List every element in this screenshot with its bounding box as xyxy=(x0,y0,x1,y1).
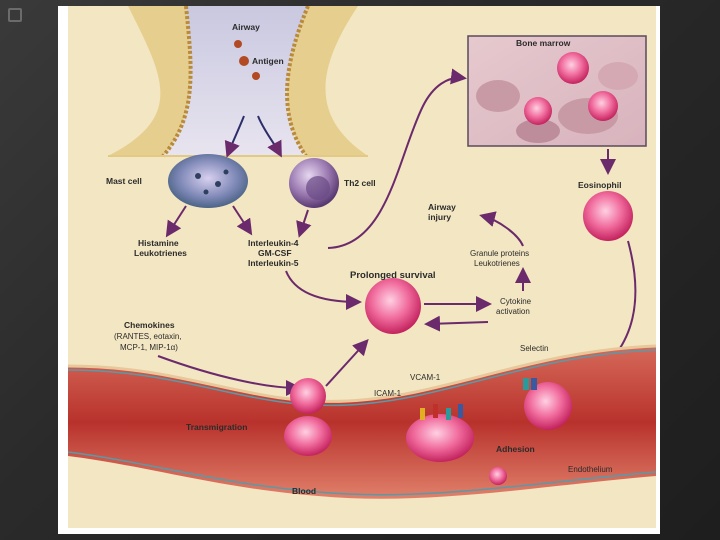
label-cytokine: Cytokine xyxy=(500,297,532,306)
bone-marrow-inset xyxy=(467,35,647,147)
label-blood: Blood xyxy=(292,486,316,496)
injury-arrow xyxy=(479,211,524,247)
label-rantes: (RANTES, eotaxin, xyxy=(114,332,182,341)
label-chemokines: Chemokines xyxy=(124,320,175,330)
label-airway-injury-1: Airway xyxy=(428,202,456,212)
slide-corner-mark xyxy=(8,8,22,22)
label-antigen: Antigen xyxy=(252,56,284,66)
th2-cell xyxy=(289,158,339,208)
label-interleukin-5: Interleukin-5 xyxy=(248,258,299,268)
label-mast-cell: Mast cell xyxy=(106,176,142,186)
label-granule-proteins: Granule proteins xyxy=(470,249,529,258)
label-endothelium: Endothelium xyxy=(568,465,613,474)
label-granule-leukotrienes: Leukotrienes xyxy=(474,259,520,268)
mast-cell xyxy=(168,154,248,208)
label-airway: Airway xyxy=(232,22,260,32)
adhesion-molecules xyxy=(420,378,537,420)
label-prolonged-survival: Prolonged survival xyxy=(350,270,436,281)
eosinophil-pathway-diagram: Airway Antigen Mast cell Th2 cell Histam… xyxy=(68,6,656,528)
label-activation: activation xyxy=(496,307,530,316)
adhesion-cells xyxy=(406,382,572,485)
cell-output-arrows xyxy=(165,205,312,238)
label-gm-csf: GM-CSF xyxy=(258,248,292,258)
label-adhesion: Adhesion xyxy=(496,444,535,454)
label-bone-marrow: Bone marrow xyxy=(516,38,571,48)
figure-panel: Airway Antigen Mast cell Th2 cell Histam… xyxy=(58,6,660,534)
label-transmigration: Transmigration xyxy=(186,422,247,432)
label-eosinophil: Eosinophil xyxy=(578,180,621,190)
label-mcp: MCP-1, MIP-1α) xyxy=(120,343,178,352)
label-leukotrienes: Leukotrienes xyxy=(134,248,187,258)
airway-arrows xyxy=(224,115,282,158)
label-selectin: Selectin xyxy=(520,344,548,353)
transmigrating-eosinophil xyxy=(284,378,332,456)
eosinophil-cell xyxy=(583,191,633,241)
interleukin-to-survival-arrow xyxy=(285,270,362,310)
interleukin-to-marrow-arrow xyxy=(327,68,467,249)
label-interleukin-4: Interleukin-4 xyxy=(248,238,299,248)
prolonged-survival-cell xyxy=(365,278,421,334)
label-airway-injury-2: injury xyxy=(428,212,451,222)
transmigration-to-survival-arrow xyxy=(325,339,369,387)
label-vcam: VCAM-1 xyxy=(410,373,441,382)
airway-tube xyxy=(108,6,368,158)
blood-vessel xyxy=(68,344,656,499)
antigen-particles xyxy=(234,40,260,80)
cytokine-to-survival-arrow xyxy=(424,315,489,332)
label-icam: ICAM-1 xyxy=(374,389,402,398)
label-th2-cell: Th2 cell xyxy=(344,178,376,188)
chemokine-arrow xyxy=(157,355,302,396)
label-histamine: Histamine xyxy=(138,238,179,248)
diagram-svg: Airway Antigen Mast cell Th2 cell Histam… xyxy=(68,6,656,499)
